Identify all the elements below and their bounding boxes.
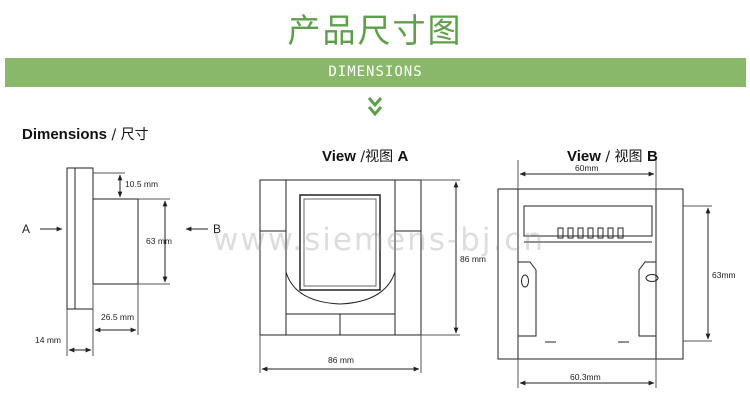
view-a-label-width: 86 mm bbox=[328, 355, 354, 365]
view-b-drawing bbox=[497, 160, 712, 388]
view-a-heading-bold-2: A bbox=[397, 148, 409, 165]
view-b-label-height: 63mm bbox=[712, 270, 736, 280]
side-view-heading-bold: Dimensions bbox=[22, 126, 108, 143]
dim-label-depth: 26.5 mm bbox=[101, 312, 134, 322]
dim-label-top: 10.5 mm bbox=[125, 179, 158, 189]
view-a-heading: View /视图 A bbox=[322, 146, 408, 166]
page-title: 产品尺寸图 bbox=[287, 11, 463, 50]
view-a-heading-bold-1: View bbox=[322, 148, 356, 165]
view-a-label-height: 86 mm bbox=[460, 254, 486, 264]
view-b-label-top-width: 60mm bbox=[575, 163, 599, 173]
back-box-frame bbox=[517, 188, 657, 360]
banner-label: DIMENSIONS bbox=[328, 64, 423, 80]
dim-label-height: 63 mm bbox=[146, 236, 172, 246]
display-screen bbox=[299, 194, 381, 291]
view-b-heading: View / 视图 B bbox=[567, 146, 658, 166]
mount-hole-left bbox=[521, 274, 529, 288]
view-label-a: A bbox=[22, 222, 30, 236]
side-view-heading: Dimensions / 尺寸 bbox=[22, 124, 149, 144]
view-b-heading-bold-2: B bbox=[647, 148, 658, 165]
view-label-b: B bbox=[213, 222, 221, 236]
display-screen-inner bbox=[303, 198, 377, 287]
back-left-step bbox=[518, 261, 537, 337]
view-b-heading-mid: / 视图 bbox=[600, 149, 647, 165]
view-a-drawing bbox=[259, 179, 460, 373]
double-chevron-down-icon bbox=[367, 97, 383, 117]
side-back-box bbox=[92, 198, 139, 285]
mount-hole-right bbox=[645, 274, 659, 282]
front-arc bbox=[285, 271, 396, 305]
side-view-heading-rest: / 尺寸 bbox=[107, 127, 149, 143]
dimensions-banner: DIMENSIONS bbox=[5, 58, 746, 87]
back-right-step bbox=[638, 261, 656, 337]
dim-label-front: 14 mm bbox=[35, 335, 61, 345]
side-front-plate bbox=[66, 167, 94, 310]
front-outer-frame bbox=[259, 179, 422, 336]
side-view-drawing bbox=[40, 167, 208, 356]
terminal-pins bbox=[557, 227, 624, 239]
watermark: www.siemens-bj.cn bbox=[213, 222, 545, 258]
view-b-heading-bold-1: View bbox=[567, 148, 601, 165]
view-a-heading-mid: /视图 bbox=[355, 149, 398, 165]
view-b-label-bottom-width: 60.3mm bbox=[570, 372, 601, 382]
back-outer-frame bbox=[497, 188, 684, 360]
